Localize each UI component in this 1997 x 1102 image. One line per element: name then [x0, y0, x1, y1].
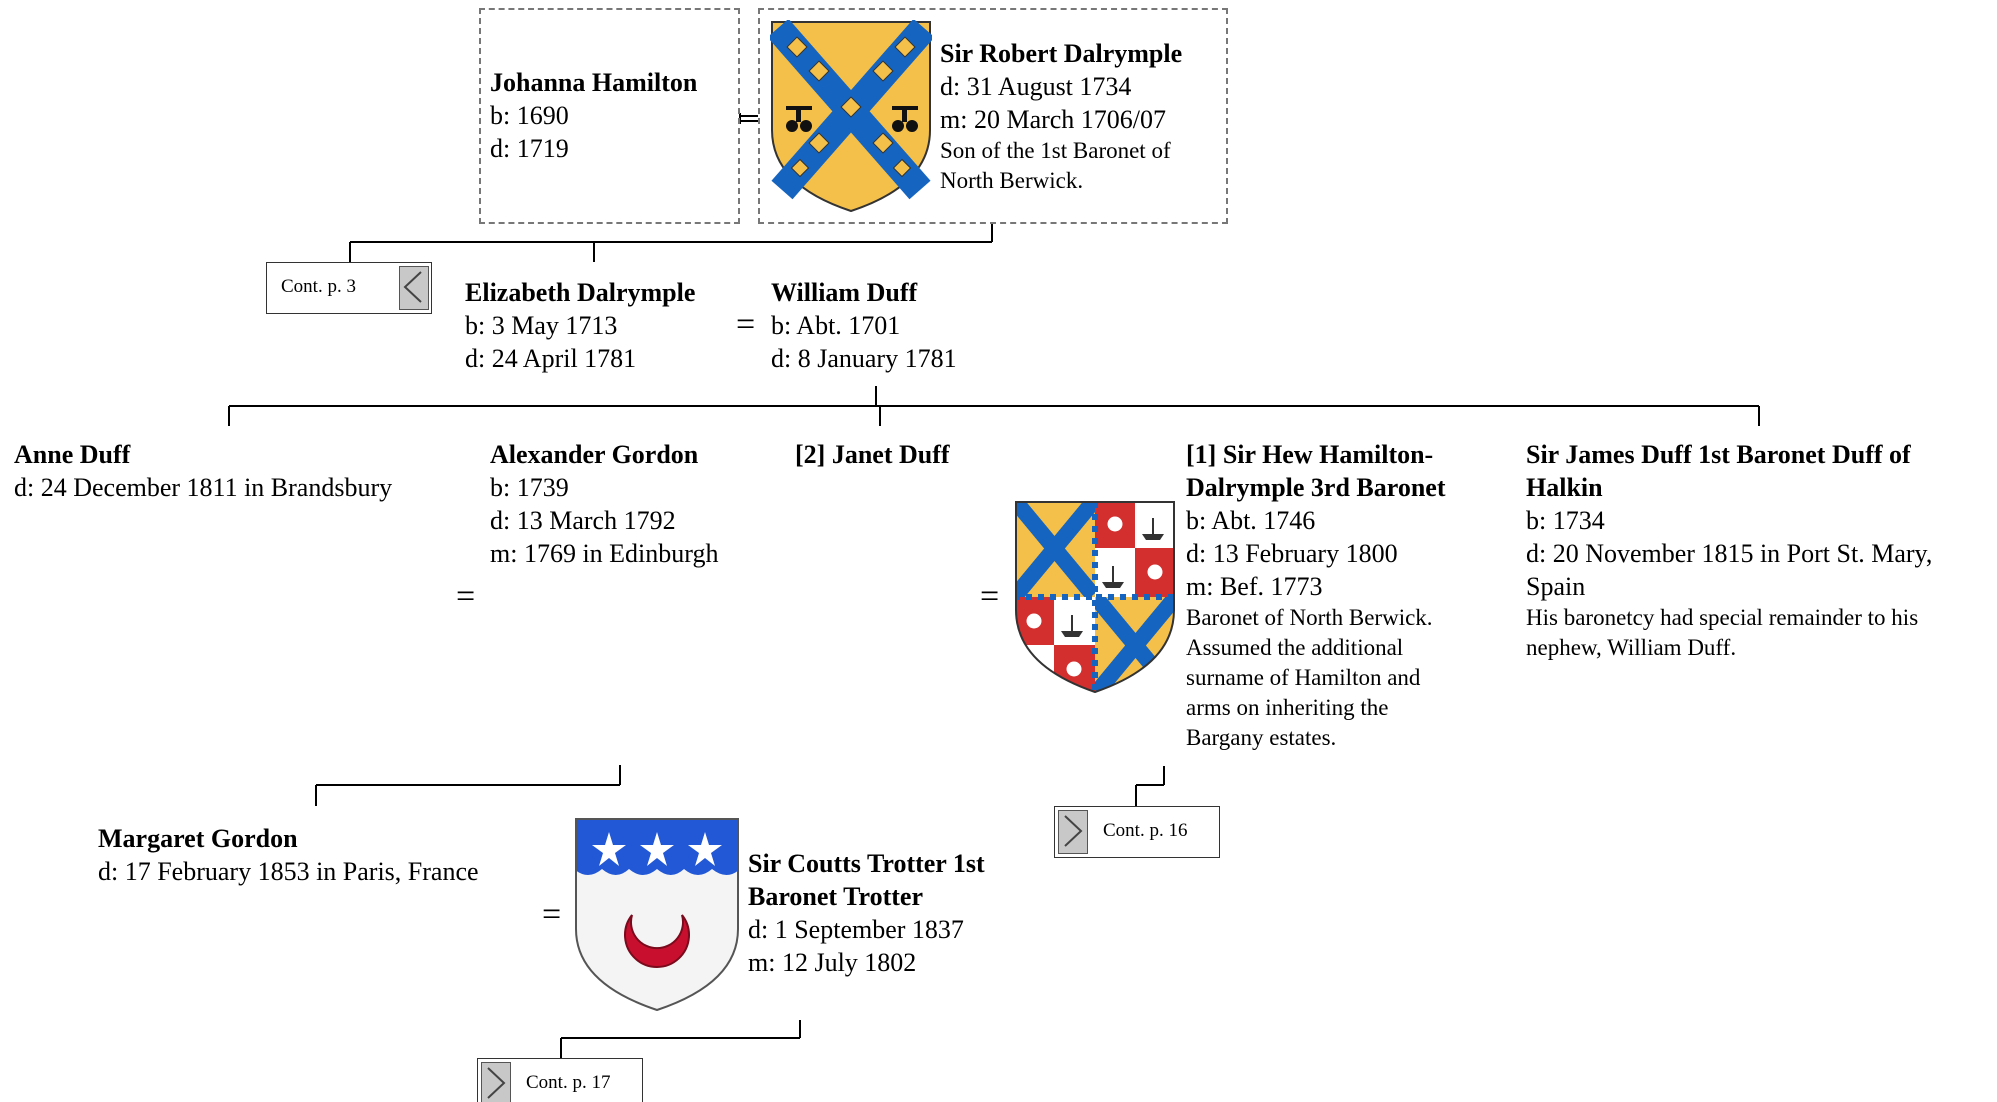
continuation-p16[interactable]: Cont. p. 16	[1054, 806, 1220, 858]
person-name: Alexander Gordon	[490, 440, 699, 469]
marriage-symbol: =	[736, 306, 756, 343]
birth-date: b: 1739	[490, 473, 569, 502]
person-note: nephew, William Duff.	[1526, 635, 1737, 660]
person-name: Halkin	[1526, 473, 1603, 502]
marriage-date: m: 1769 in Edinburgh	[490, 539, 719, 568]
continuation-label: Cont. p. 16	[1103, 820, 1188, 841]
person-name: Margaret Gordon	[98, 824, 298, 853]
person-note: Son of the 1st Baronet of	[940, 138, 1171, 163]
death-date: d: 13 February 1800	[1186, 539, 1398, 568]
marriage-symbol: =	[542, 896, 562, 933]
death-date: d: 1719	[490, 134, 569, 163]
person-name: [2] Janet Duff	[795, 440, 950, 469]
person-margaret-gordon[interactable]: Margaret Gordon d: 17 February 1853 in P…	[98, 822, 479, 888]
person-anne-duff[interactable]: Anne Duff d: 24 December 1811 in Brandsb…	[14, 438, 392, 504]
person-coutts-trotter[interactable]: Sir Coutts Trotter 1st Baronet Trotter d…	[748, 847, 985, 979]
birth-date: b: Abt. 1701	[771, 311, 901, 340]
birth-date: b: Abt. 1746	[1186, 506, 1316, 535]
death-place: Spain	[1526, 572, 1586, 601]
person-name: Johanna Hamilton	[490, 68, 698, 97]
marriage-symbol: =	[456, 578, 476, 615]
person-name: Sir Robert Dalrymple	[940, 39, 1183, 68]
death-date: d: 17 February 1853 in Paris, France	[98, 857, 479, 886]
death-date: d: 24 April 1781	[465, 344, 637, 373]
person-note: North Berwick.	[940, 168, 1084, 193]
person-note: Baronet of North Berwick.	[1186, 605, 1433, 630]
person-janet-duff[interactable]: [2] Janet Duff	[795, 438, 950, 471]
death-date: d: 31 August 1734	[940, 72, 1132, 101]
robert-box	[758, 8, 1228, 224]
person-hew-hamilton-dalrymple[interactable]: [1] Sir Hew Hamilton- Dalrymple 3rd Baro…	[1186, 438, 1446, 753]
person-name: Baronet Trotter	[748, 882, 923, 911]
right-arrow-icon	[481, 1062, 511, 1102]
person-name: Dalrymple 3rd Baronet	[1186, 473, 1446, 502]
death-date: d: 24 December 1811 in Brandsbury	[14, 473, 393, 502]
death-date: d: 8 January 1781	[771, 344, 957, 373]
person-william-duff[interactable]: William Duff b: Abt. 1701 d: 8 January 1…	[771, 276, 957, 375]
marriage-symbol: =	[980, 578, 1000, 615]
person-elizabeth-dalrymple[interactable]: Elizabeth Dalrymple b: 3 May 1713 d: 24 …	[465, 276, 695, 375]
person-note: His baronetcy had special remainder to h…	[1526, 605, 1919, 630]
person-james-duff[interactable]: Sir James Duff 1st Baronet Duff of Halki…	[1526, 438, 1932, 663]
person-alexander-gordon[interactable]: Alexander Gordon b: 1739 d: 13 March 179…	[490, 438, 718, 570]
birth-date: b: 1734	[1526, 506, 1605, 535]
person-name: Sir Coutts Trotter 1st	[748, 849, 985, 878]
birth-date: b: 1690	[490, 101, 569, 130]
continuation-label: Cont. p. 3	[281, 276, 356, 297]
person-name: Elizabeth Dalrymple	[465, 278, 696, 307]
death-date: d: 13 March 1792	[490, 506, 676, 535]
person-note: Bargany estates.	[1186, 725, 1337, 750]
trotter-shield-icon	[575, 818, 739, 1012]
continuation-p17[interactable]: Cont. p. 17	[477, 1058, 643, 1102]
death-date: d: 20 November 1815 in Port St. Mary,	[1526, 539, 1933, 568]
marriage-date: m: 20 March 1706/07	[940, 105, 1167, 134]
marriage-date: m: 12 July 1802	[748, 948, 917, 977]
continuation-p3[interactable]: Cont. p. 3	[266, 262, 432, 314]
person-name: [1] Sir Hew Hamilton-	[1186, 440, 1434, 469]
person-name: William Duff	[771, 278, 918, 307]
left-arrow-icon	[399, 266, 429, 310]
johanna-box	[479, 8, 740, 224]
person-name: Sir James Duff 1st Baronet Duff of	[1526, 440, 1911, 469]
continuation-label: Cont. p. 17	[526, 1072, 611, 1093]
right-arrow-icon	[1058, 810, 1088, 854]
person-note: Assumed the additional	[1186, 635, 1404, 660]
hamilton-dalrymple-shield-icon	[1015, 501, 1175, 694]
marriage-date: m: Bef. 1773	[1186, 572, 1323, 601]
birth-date: b: 3 May 1713	[465, 311, 618, 340]
death-date: d: 1 September 1837	[748, 915, 964, 944]
person-note: surname of Hamilton and	[1186, 665, 1421, 690]
person-johanna-hamilton[interactable]: Johanna Hamilton b: 1690 d: 1719	[490, 66, 697, 165]
dalrymple-shield-icon	[770, 20, 932, 213]
person-robert-dalrymple[interactable]: Sir Robert Dalrymple d: 31 August 1734 m…	[940, 37, 1182, 196]
person-name: Anne Duff	[14, 440, 131, 469]
person-note: arms on inheriting the	[1186, 695, 1389, 720]
